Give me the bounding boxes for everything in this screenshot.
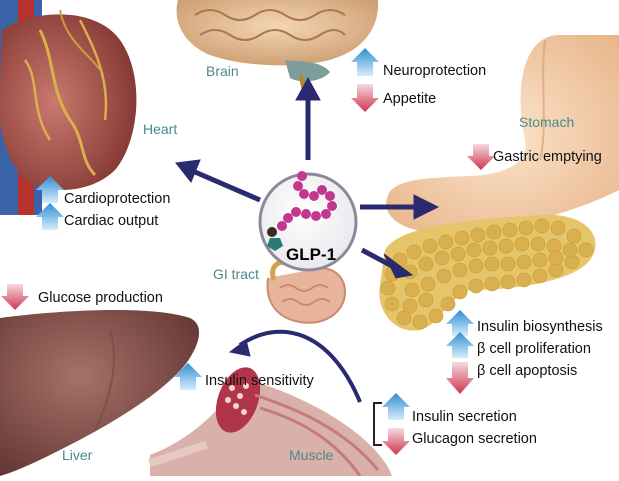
up-arrow-icon — [382, 393, 410, 420]
organ-label-gi-tract: GI tract — [213, 266, 259, 282]
effect-neuroprotection: Neuroprotection — [383, 63, 487, 79]
effect-glucose-production: Glucose production — [38, 290, 163, 306]
down-arrow-icon — [1, 284, 29, 310]
arrow-to-muscle — [228, 339, 251, 357]
glp1-label: GLP-1 — [286, 245, 336, 264]
down-arrow-icon — [446, 362, 474, 394]
effect-insulin-biosynthesis: Insulin biosynthesis — [477, 319, 603, 335]
organ-label-stomach: Stomach — [519, 114, 575, 130]
arrow-to-brain — [295, 76, 321, 101]
down-arrow-icon — [351, 84, 379, 112]
effect-appetite: Appetite — [383, 91, 437, 107]
organ-label-brain: Brain — [206, 63, 239, 79]
arrow-to-heart — [175, 159, 201, 183]
up-arrow-icon — [446, 310, 474, 336]
pancreas-illustration — [379, 214, 596, 331]
effect-arrows — [1, 48, 495, 455]
pancreas-lobules — [380, 218, 594, 330]
down-arrow-icon — [382, 428, 410, 455]
arrow-to-pancreas — [383, 253, 414, 279]
stomach-illustration — [386, 35, 619, 233]
arrow-to-stomach — [413, 194, 440, 220]
effect-cardioprotection: Cardioprotection — [64, 191, 171, 207]
organ-label-muscle: Muscle — [289, 447, 334, 463]
glp1-center: GLP-1 — [258, 171, 358, 272]
down-arrow-icon — [467, 144, 495, 170]
up-arrow-icon — [36, 176, 64, 203]
peptide-chain — [277, 171, 337, 231]
islet-bracket — [373, 402, 382, 446]
effect-gastric-emptying: Gastric emptying — [493, 149, 602, 165]
effect-beta-cell-apoptosis: β cell apoptosis — [477, 363, 578, 379]
peptide-hexagon — [267, 238, 283, 251]
heart-illustration — [0, 0, 137, 215]
effect-insulin-secretion: Insulin secretion — [412, 409, 517, 425]
organ-label-liver: Liver — [62, 447, 93, 463]
effect-cardiac-output: Cardiac output — [64, 213, 159, 229]
pathway-arrows — [175, 76, 440, 403]
brain-illustration — [176, 0, 379, 100]
effect-insulin-sensitivity: Insulin sensitivity — [205, 373, 314, 389]
up-arrow-icon — [351, 48, 379, 76]
organ-label-heart: Heart — [143, 121, 178, 137]
effect-beta-cell-proliferation: β cell proliferation — [477, 341, 591, 357]
up-arrow-icon — [446, 332, 474, 358]
up-arrow-icon — [36, 203, 64, 230]
liver-illustration — [0, 310, 200, 476]
up-arrow-icon — [174, 363, 202, 390]
muscle-illustration — [148, 367, 392, 477]
peptide-terminal — [267, 227, 277, 237]
muscle-fascicles — [225, 383, 249, 415]
effect-glucagon-secretion: Glucagon secretion — [412, 431, 537, 447]
